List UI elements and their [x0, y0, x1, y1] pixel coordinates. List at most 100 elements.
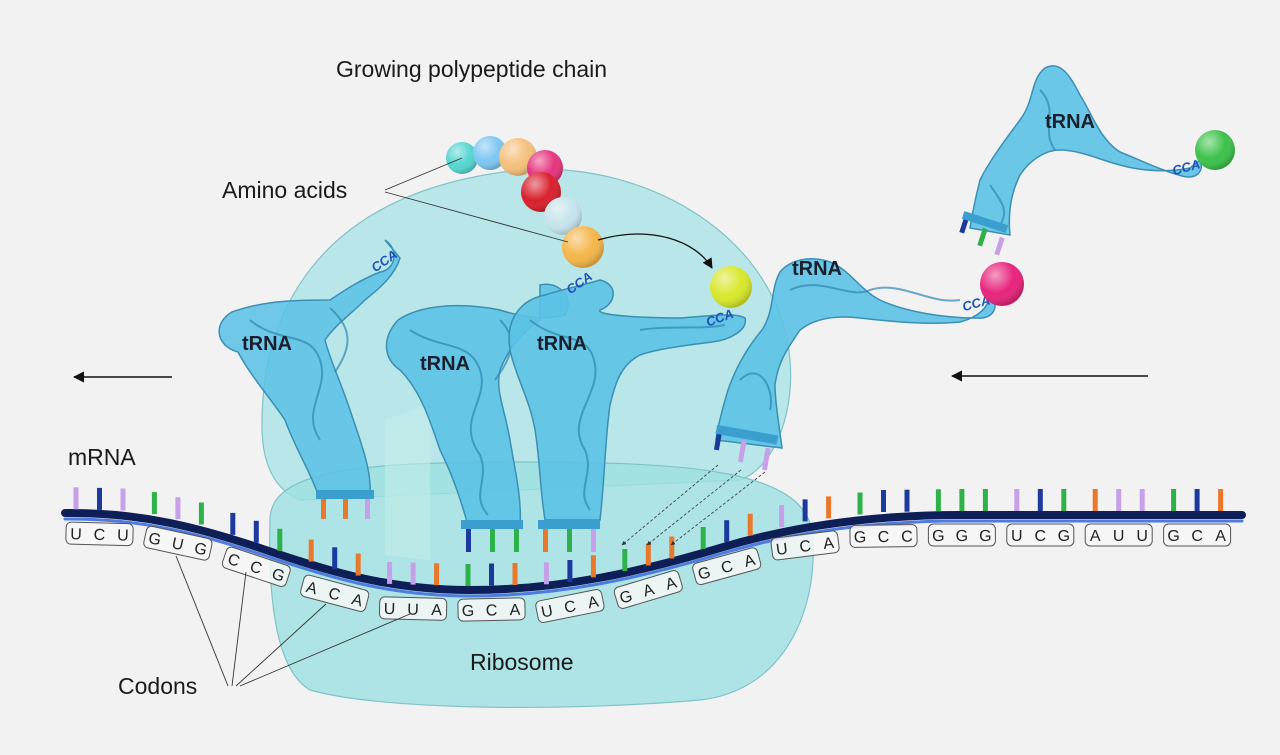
mrna-base-a [355, 553, 361, 576]
anticodon-base [343, 497, 348, 519]
codon-box [770, 530, 840, 561]
mrna-base-c [253, 520, 259, 543]
leader-line [384, 191, 569, 243]
codon-base-letter: C [1035, 528, 1047, 545]
codon-base-letter: U [384, 601, 396, 618]
trna-a-site-body [508, 279, 746, 521]
codon-base-letter: C [901, 529, 913, 546]
match-arrow [621, 464, 719, 546]
codon-box [613, 570, 683, 609]
codon-box [378, 596, 448, 621]
match-arrow [646, 469, 742, 546]
codon-base-letter: A [350, 591, 365, 610]
mrna-base-g [198, 502, 204, 525]
trna-exiting-label: tRNA [242, 333, 292, 355]
anticodon-base [365, 497, 370, 519]
codon-box [1163, 523, 1232, 547]
trna-incoming-cca: CCA [961, 292, 992, 314]
mrna-base-c [489, 563, 494, 586]
codon-base-letter: U [1011, 528, 1023, 545]
mrna-base-a [826, 496, 832, 519]
codon-base-letter: G [193, 540, 209, 559]
anticodon-bar [461, 520, 523, 529]
anticodon-base [977, 227, 988, 247]
leader-line [239, 613, 411, 687]
codon-base-letter: U [1136, 528, 1148, 545]
amino-acid-shade [562, 226, 604, 268]
codon-base-letter: U [170, 535, 185, 554]
mrna-base-c [904, 489, 910, 512]
mrna-base-g [935, 489, 941, 512]
trna-a-site: tRNA CCA CCA [508, 269, 746, 552]
mrna-base-c [724, 520, 730, 543]
codon-base-letter: C [327, 585, 343, 604]
anticodon-base [490, 528, 495, 552]
mrna-base-u [120, 488, 126, 511]
codon-base-letter: A [431, 602, 442, 619]
mrna-base-a [747, 513, 753, 536]
anticodon-match-arrows [621, 464, 766, 546]
codon-base-letter: A [1090, 528, 1101, 545]
mrna-base-a [434, 563, 440, 586]
mrna-base-g [622, 549, 628, 571]
codon-base-letter: G [854, 529, 867, 546]
mrna-base-g [277, 528, 283, 551]
codon-box [692, 547, 762, 586]
mrna-bases [73, 487, 1224, 586]
codon-base-letter: A [822, 535, 835, 553]
codon-base-letter: C [1191, 528, 1203, 545]
trna-exiting: tRNA CCA [218, 239, 401, 519]
codon-box [1006, 523, 1075, 547]
codon-base-letter: A [641, 581, 656, 600]
amino-acids-leaders [384, 157, 569, 243]
anticodon-base [567, 528, 572, 552]
codon-base-letter: A [664, 574, 679, 593]
trna-a-site-helix [529, 319, 726, 511]
codon-box [1084, 523, 1153, 547]
leader-line [235, 603, 327, 687]
amino-acid-shade [1195, 130, 1235, 170]
mrna-base-c [881, 490, 886, 512]
mrna-base-g [1171, 489, 1177, 511]
trna-p-site-anticodon [461, 520, 523, 552]
anticodon-bar [715, 424, 779, 445]
codon-base-letter: G [462, 603, 475, 620]
mrna-base-g [465, 564, 471, 586]
codon-base-letter: G [618, 588, 635, 608]
codon-base-letter: G [696, 564, 713, 584]
codons-leaders [175, 555, 411, 687]
anticodon-base [321, 497, 326, 519]
codon-base-letter: G [1058, 528, 1070, 545]
mrna-base-u [73, 487, 79, 510]
mrna-base-a [512, 563, 518, 585]
trna-top-right-anticodon [959, 211, 1009, 256]
incoming-amino-acid-1 [710, 266, 752, 308]
growing-chain-label: Growing polypeptide chain [336, 56, 607, 82]
anticodon-base [737, 439, 747, 463]
codon-base-letter: G [956, 528, 968, 545]
trna-p-site-label: tRNA [420, 353, 470, 375]
leader-line [231, 571, 247, 687]
mrna-base-u [1014, 489, 1020, 511]
trna-top-right-cca: CCA [1171, 156, 1202, 178]
peptide-transfer-arrow [597, 233, 713, 269]
mrna-base-u [387, 561, 393, 584]
codon-base-letter: G [270, 566, 287, 586]
codon-base-letter: A [510, 602, 521, 619]
anticodon-bar [538, 520, 600, 529]
codon-box [927, 523, 996, 547]
mrna-base-c [1037, 489, 1043, 511]
trna-top-right-body [969, 65, 1202, 236]
mrna-base-u [410, 562, 416, 585]
anticodon-bar [961, 211, 1009, 233]
mrna-base-g [959, 489, 965, 511]
amino-acid-shade [473, 136, 507, 170]
mrna-base-c [1194, 489, 1200, 511]
